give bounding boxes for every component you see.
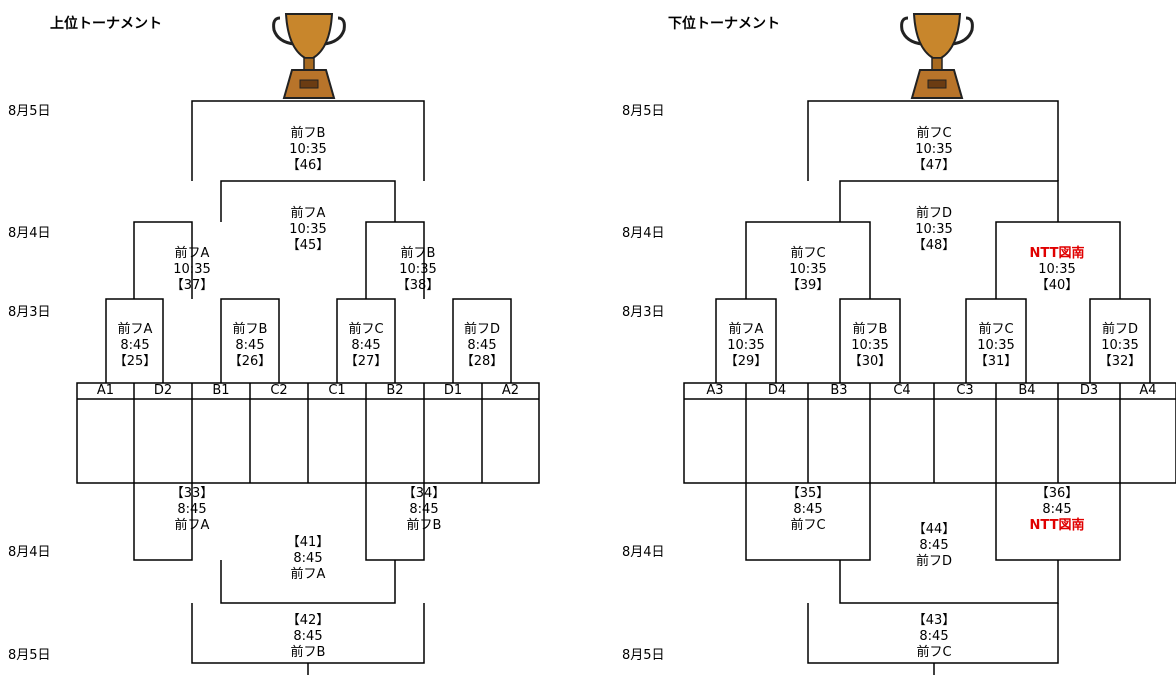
team-label: C4 xyxy=(893,383,911,398)
trophy-icon xyxy=(272,13,346,99)
team-label: A3 xyxy=(706,383,724,398)
upper-title: 上位トーナメント xyxy=(50,16,162,32)
date-label: 8月5日 xyxy=(622,648,665,663)
date-label: 8月4日 xyxy=(8,226,51,241)
date-label: 8月5日 xyxy=(8,104,51,119)
team-label: C3 xyxy=(956,383,974,398)
team-label: D2 xyxy=(153,383,173,398)
team-label: B2 xyxy=(386,383,404,398)
team-label: B4 xyxy=(1018,383,1036,398)
team-label: D1 xyxy=(443,383,463,398)
date-label: 8月3日 xyxy=(622,305,665,320)
date-label: 8月4日 xyxy=(622,545,665,560)
team-label: C2 xyxy=(270,383,288,398)
team-label: A2 xyxy=(501,383,520,398)
team-label: C1 xyxy=(328,383,346,398)
date-label: 8月3日 xyxy=(8,305,51,320)
trophy-icon xyxy=(900,13,974,99)
team-label: A1 xyxy=(96,383,115,398)
date-label: 8月5日 xyxy=(8,648,51,663)
team-label: A4 xyxy=(1139,383,1157,398)
date-label: 8月5日 xyxy=(622,104,665,119)
lower-title: 下位トーナメント xyxy=(668,16,780,32)
team-label: D3 xyxy=(1079,383,1099,398)
date-label: 8月4日 xyxy=(8,545,51,560)
team-label: B1 xyxy=(212,383,230,398)
date-label: 8月4日 xyxy=(622,226,665,241)
team-label: D4 xyxy=(767,383,787,398)
team-label: B3 xyxy=(830,383,848,398)
